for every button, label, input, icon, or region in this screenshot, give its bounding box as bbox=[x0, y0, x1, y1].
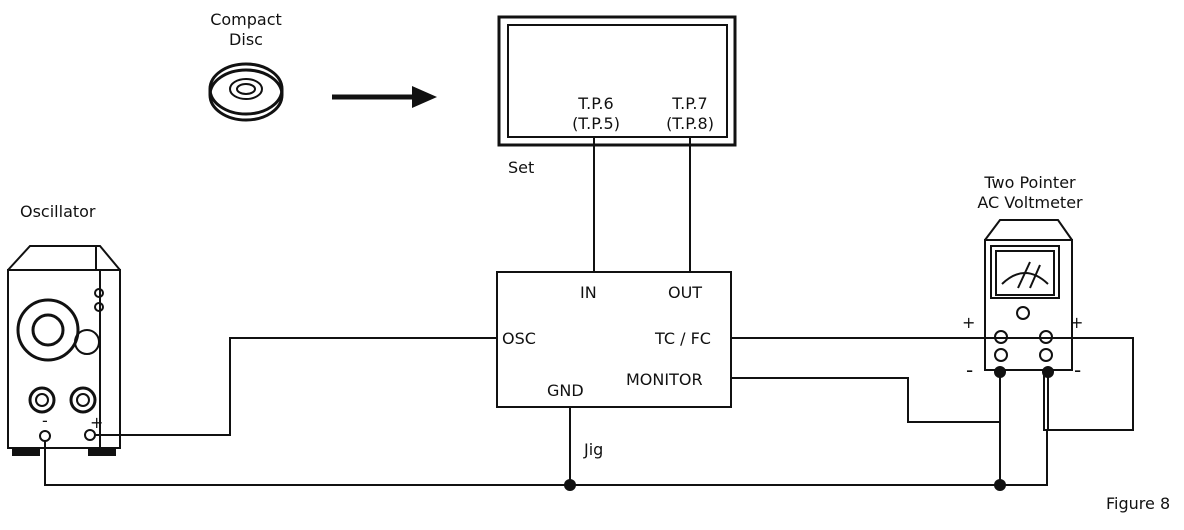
jig-box bbox=[496, 271, 732, 408]
osc-plus-label: + bbox=[90, 413, 104, 432]
wire-ground-bus bbox=[44, 430, 1048, 486]
vm-plus-right-label: + bbox=[1070, 313, 1084, 332]
arrow-right-icon bbox=[332, 86, 437, 108]
jig-monitor-label: MONITOR bbox=[626, 370, 703, 389]
compact-disc-label: Compact Disc bbox=[210, 10, 282, 49]
junction-dot bbox=[994, 479, 1006, 491]
wire-osc bbox=[95, 337, 497, 436]
jig-out-label: OUT bbox=[668, 283, 703, 302]
tp6-label: T.P.6 (T.P.5) bbox=[572, 94, 620, 133]
oscillator-device-icon bbox=[7, 245, 121, 456]
oscillator-label: Oscillator bbox=[20, 202, 96, 221]
tp7-label: T.P.7 (T.P.8) bbox=[666, 94, 714, 133]
jig-in-label: IN bbox=[580, 283, 597, 302]
jig-label: Jig bbox=[584, 440, 604, 459]
jig-gnd-label: GND bbox=[547, 381, 584, 400]
jig-tcfc-label: TC / FC bbox=[655, 329, 711, 348]
ac-voltmeter-device-icon bbox=[984, 219, 1073, 378]
set-box bbox=[497, 15, 737, 147]
junction-dot bbox=[564, 479, 576, 491]
wire-tcfc bbox=[731, 337, 1134, 431]
jig-osc-label: OSC bbox=[502, 329, 536, 348]
compact-disc-icon bbox=[208, 62, 284, 122]
vm-minus-right-label: - bbox=[1074, 358, 1082, 382]
set-label: Set bbox=[508, 158, 535, 177]
vm-minus-left-label: - bbox=[966, 358, 974, 382]
figure-caption: Figure 8 bbox=[1106, 494, 1171, 513]
vm-plus-left-label: + bbox=[962, 313, 976, 332]
wire-monitor bbox=[731, 377, 1000, 423]
voltmeter-label: Two Pointer AC Voltmeter bbox=[977, 173, 1083, 212]
osc-minus-label: - bbox=[42, 411, 48, 430]
